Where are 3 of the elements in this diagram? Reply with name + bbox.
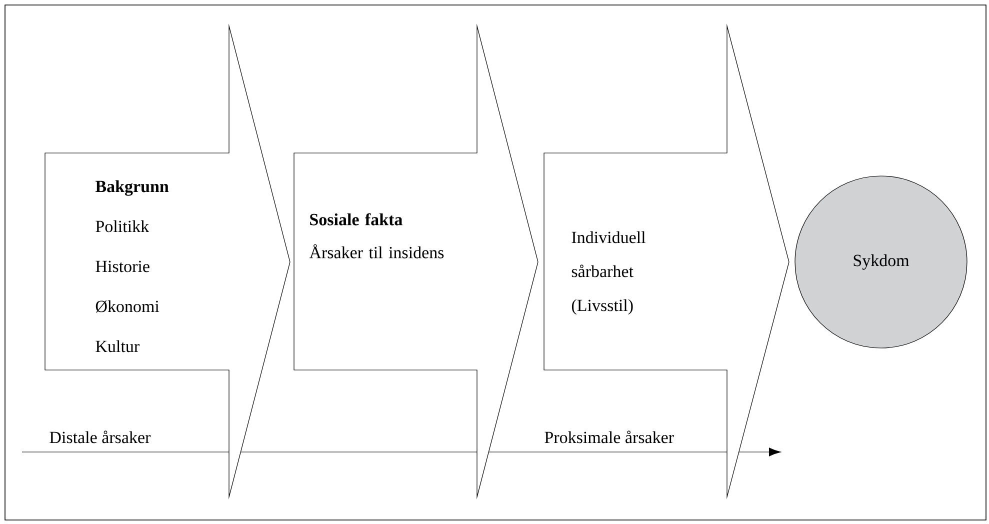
arrow-shaped-box: Sosiale fakta Årsaker til insidens bbox=[294, 24, 538, 500]
axis-label: Proksimale årsaker bbox=[544, 430, 674, 444]
axis-label: Distale årsaker bbox=[50, 430, 151, 444]
